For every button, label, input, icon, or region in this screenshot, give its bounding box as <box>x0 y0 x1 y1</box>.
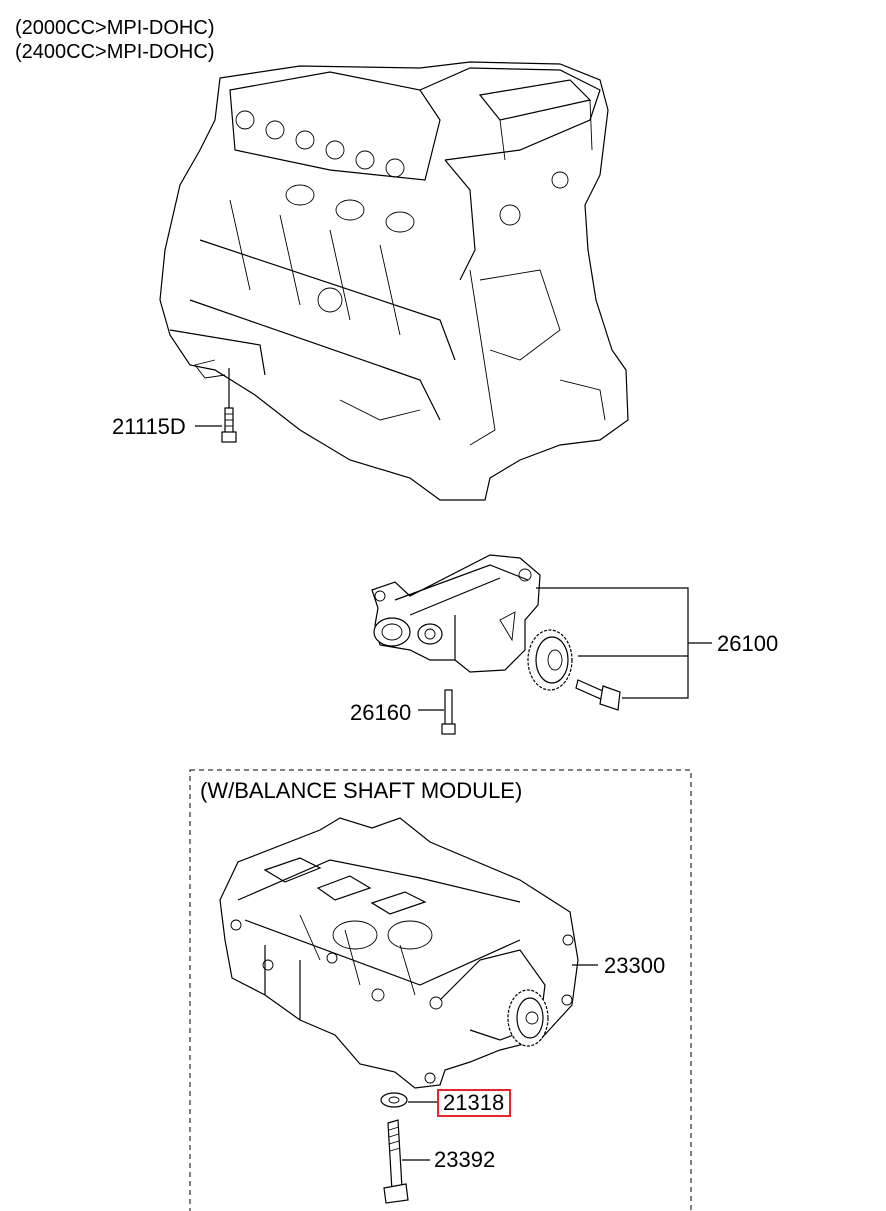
part-label-23300: 23300 <box>604 953 666 978</box>
highlight-box <box>437 1089 511 1117</box>
balance-shaft-module-drawing <box>219 817 598 1204</box>
oil-pump-drawing <box>371 554 712 735</box>
engine-block-drawing <box>159 61 629 501</box>
part-label-26100: 26100 <box>717 631 779 656</box>
part-label-21115d: 21115D <box>112 414 186 439</box>
part-label-26160: 26160 <box>350 700 412 725</box>
part-label-21318: 21318 <box>443 1090 505 1115</box>
engine-spec-note-2: (2400CC>MPI-DOHC) <box>15 41 215 63</box>
balance-shaft-frame-title: (W/BALANCE SHAFT MODULE) <box>200 778 523 803</box>
part-label-23392: 23392 <box>434 1147 496 1172</box>
balance-shaft-frame <box>189 769 692 1211</box>
engine-spec-note-1: (2000CC>MPI-DOHC) <box>15 17 215 39</box>
